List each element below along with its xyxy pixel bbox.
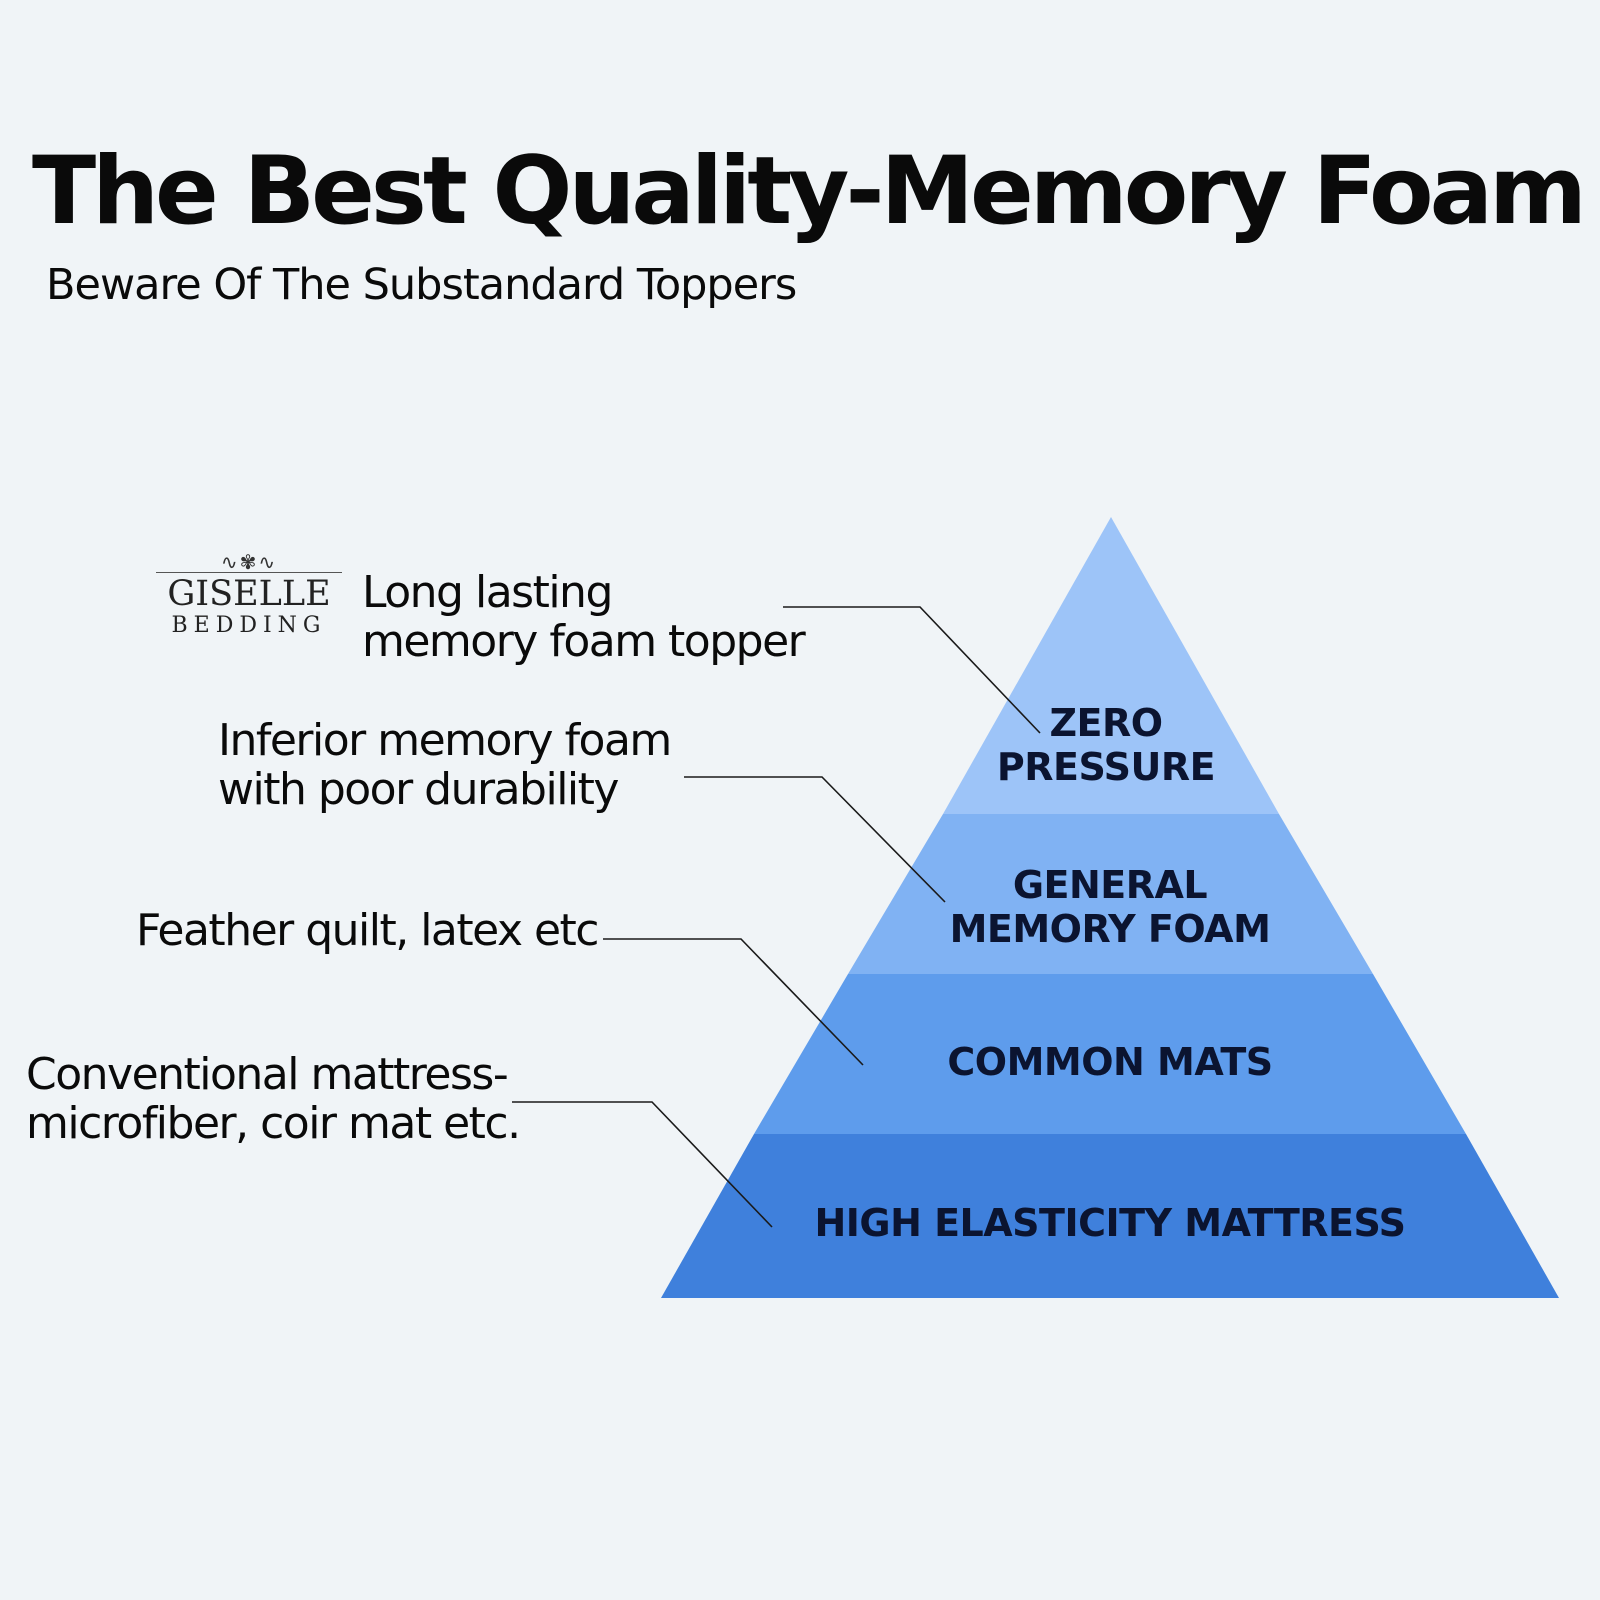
callout-long-lasting: Long lasting memory foam topper xyxy=(362,567,806,667)
page-title: The Best Quality-Memory Foam xyxy=(32,137,1587,246)
logo-divider xyxy=(156,572,342,573)
tier-label: COMMON MATS xyxy=(947,1040,1272,1084)
callout-line: Conventional mattress- xyxy=(26,1049,509,1100)
callout-line: memory foam topper xyxy=(362,616,806,667)
callout-line: Feather quilt, latex etc xyxy=(136,905,600,956)
leader-line-2 xyxy=(684,776,946,903)
callout-line: Inferior memory foam xyxy=(218,715,672,766)
logo-subname: BEDDING xyxy=(171,613,327,638)
tier-common-mats xyxy=(754,974,1466,1134)
leader-line-4 xyxy=(512,1101,773,1228)
tier-label: PRESSURE xyxy=(997,745,1215,789)
leader-line-3 xyxy=(603,938,864,1066)
leader-line-1 xyxy=(783,606,1041,734)
page-subtitle: Beware Of The Substandard Toppers xyxy=(46,260,797,310)
tier-label: GENERAL xyxy=(1013,863,1208,907)
callout-line: Long lasting xyxy=(362,567,613,618)
tier-label: ZERO xyxy=(1049,701,1162,745)
tier-zero-pressure xyxy=(943,517,1279,814)
logo-name: GISELLE xyxy=(167,574,331,614)
giselle-bedding-logo: ∿✾∿ GISELLE BEDDING xyxy=(154,552,344,662)
callout-line: microfiber, coir mat etc. xyxy=(26,1098,521,1149)
callout-line: with poor durability xyxy=(218,764,619,815)
tier-high-elasticity-mattress xyxy=(661,1134,1559,1298)
callout-inferior-foam: Inferior memory foam with poor durabilit… xyxy=(218,715,672,815)
callout-feather-quilt: Feather quilt, latex etc xyxy=(136,905,600,956)
tier-general-memory-foam xyxy=(848,814,1373,974)
tier-label: MEMORY FOAM xyxy=(950,907,1271,951)
callout-conventional-mattress: Conventional mattress- microfiber, coir … xyxy=(26,1049,521,1149)
tier-label: HIGH ELASTICITY MATTRESS xyxy=(814,1201,1405,1245)
crown-ornament-icon: ∿✾∿ xyxy=(220,550,278,574)
